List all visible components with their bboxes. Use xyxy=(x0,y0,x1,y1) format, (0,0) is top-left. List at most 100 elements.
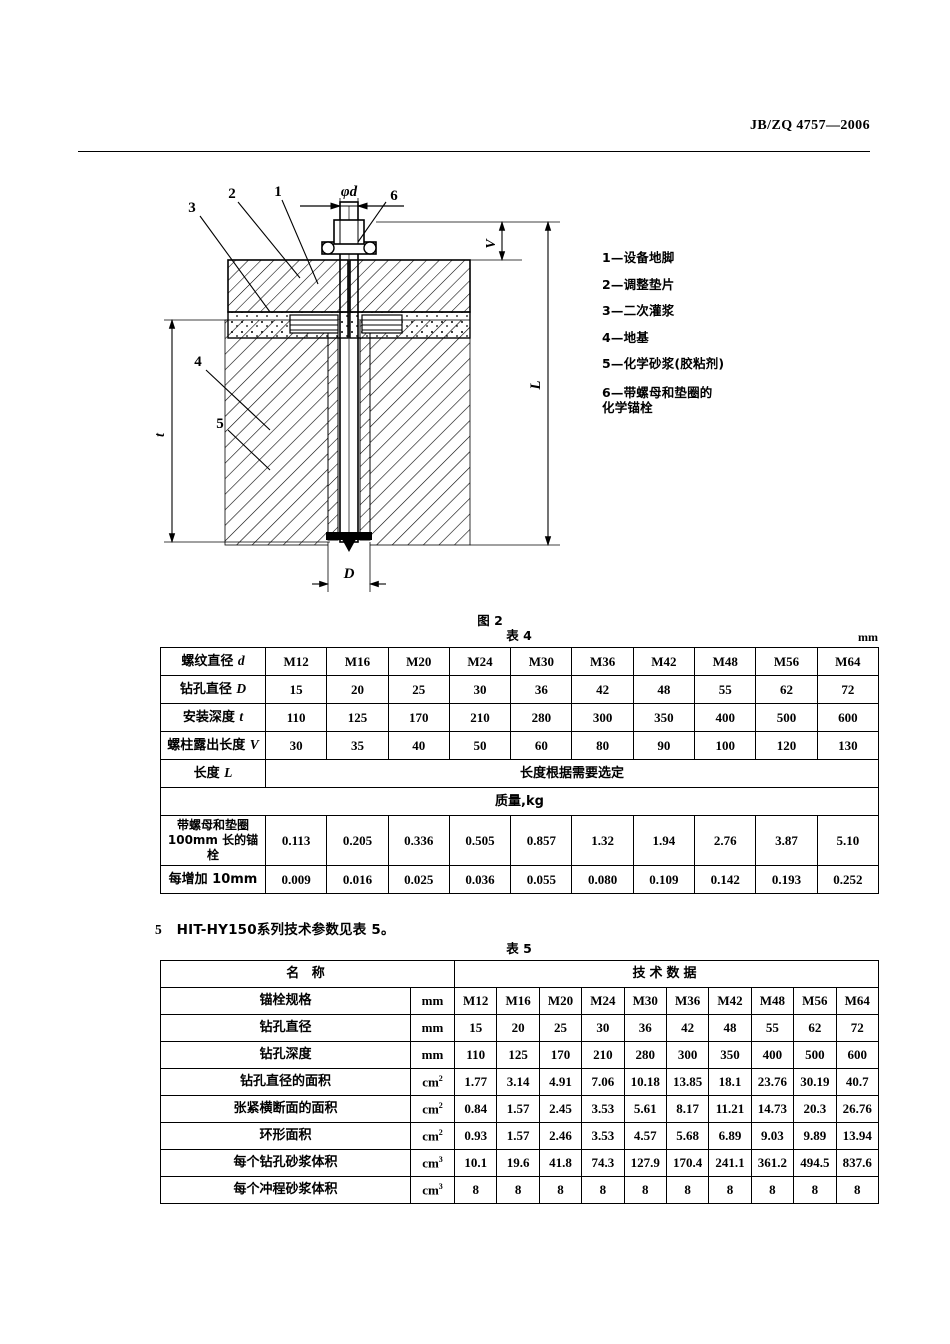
svg-text:D: D xyxy=(343,566,355,582)
cell: 23.76 xyxy=(750,1068,795,1096)
cell: 0.055 xyxy=(510,865,573,894)
row-unit: cm2 xyxy=(410,1122,455,1150)
cell: 30 xyxy=(581,1014,625,1042)
cell: 0.93 xyxy=(453,1122,498,1150)
svg-text:φd: φd xyxy=(341,184,358,200)
cell: 0.025 xyxy=(387,865,450,894)
cell: 72 xyxy=(835,1014,879,1042)
cell: 500 xyxy=(755,703,818,732)
cell: M16 xyxy=(496,987,540,1015)
cell: 6.89 xyxy=(708,1122,752,1150)
cell: M30 xyxy=(510,647,573,676)
cell: M24 xyxy=(448,647,512,676)
cell: 280 xyxy=(623,1041,667,1069)
row-unit: cm3 xyxy=(410,1149,455,1177)
cell: 361.2 xyxy=(750,1149,795,1177)
cell: 300 xyxy=(571,703,634,732)
svg-text:t: t xyxy=(153,432,168,437)
cell: M24 xyxy=(581,987,625,1015)
cell: 0.080 xyxy=(571,865,634,894)
cell: 30.19 xyxy=(793,1068,837,1096)
cell: M56 xyxy=(793,987,837,1015)
cell: 0.009 xyxy=(264,865,328,894)
row-label-mortar-volume-per-stroke: 每个冲程砂浆体积 xyxy=(160,1176,411,1204)
cell: 1.57 xyxy=(496,1095,540,1123)
cell: M42 xyxy=(708,987,752,1015)
table-row: 质量,kg xyxy=(160,787,879,816)
cell: 400 xyxy=(694,703,757,732)
cell: 30 xyxy=(264,731,328,760)
cell: 0.505 xyxy=(448,815,512,866)
cell: 90 xyxy=(632,731,696,760)
cell: 62 xyxy=(793,1014,837,1042)
row-label-mass-per-10mm: 每增加 10mm xyxy=(160,865,266,894)
cell: M36 xyxy=(665,987,710,1015)
section-5-text: HIT-HY150系列技术参数见表 5。 xyxy=(176,922,395,938)
row-label-install-depth: 安装深度 t xyxy=(160,703,266,732)
table-row: 螺纹直径 d M12 M16 M20 M24 M30 M36 M42 M48 M… xyxy=(160,647,879,676)
table-row: 钻孔直径的面积 cm2 1.77 3.14 4.91 7.06 10.18 13… xyxy=(160,1068,879,1096)
cell: 210 xyxy=(448,703,512,732)
table-row: 长度 L 长度根据需要选定 xyxy=(160,759,879,788)
cell: 2.76 xyxy=(694,815,757,866)
cell: M56 xyxy=(755,647,818,676)
cell: 3.87 xyxy=(755,815,818,866)
cell: 42 xyxy=(665,1014,710,1042)
cell: 8.17 xyxy=(665,1095,710,1123)
cell: 7.06 xyxy=(581,1068,625,1096)
cell: M20 xyxy=(387,647,450,676)
cell: 10.18 xyxy=(623,1068,667,1096)
cell: 0.336 xyxy=(387,815,450,866)
row-unit: mm xyxy=(410,1014,455,1042)
row-label-bolt-mass-100mm: 带螺母和垫圈 100mm 长的锚栓 xyxy=(160,815,266,866)
cell: M64 xyxy=(816,647,879,676)
svg-text:6: 6 xyxy=(390,188,398,204)
cell: 170 xyxy=(538,1041,583,1069)
table-5: 名 称 技术数据 锚栓规格 mm M12 M16 M20 M24 M30 M36… xyxy=(160,960,879,1204)
cell: 1.32 xyxy=(571,815,634,866)
cell: 20 xyxy=(326,675,389,704)
figure-legend: 1—设备地脚 2—调整垫片 3—二次灌浆 4—地基 5—化学砂浆(胶粘剂) 6—… xyxy=(602,251,832,430)
table-row: 锚栓规格 mm M12 M16 M20 M24 M30 M36 M42 M48 … xyxy=(160,987,879,1015)
cell: 19.6 xyxy=(496,1149,540,1177)
cell: 280 xyxy=(510,703,573,732)
cell: 400 xyxy=(750,1041,795,1069)
cell: 8 xyxy=(453,1176,498,1204)
row-unit: cm2 xyxy=(410,1068,455,1096)
table-4-unit: mm xyxy=(858,630,878,644)
cell: M20 xyxy=(538,987,583,1015)
cell: 48 xyxy=(632,675,696,704)
mass-section-header: 质量,kg xyxy=(160,787,879,816)
cell: 41.8 xyxy=(538,1149,583,1177)
cell: 35 xyxy=(326,731,389,760)
cell: 15 xyxy=(264,675,328,704)
row-label-thread-diameter: 螺纹直径 d xyxy=(160,647,266,676)
row-label-protrusion-length: 螺柱露出长度 V xyxy=(160,731,266,760)
cell: 0.205 xyxy=(326,815,389,866)
cell: 8 xyxy=(708,1176,752,1204)
cell: 48 xyxy=(708,1014,752,1042)
cell: 36 xyxy=(510,675,573,704)
cell: 2.45 xyxy=(538,1095,583,1123)
cell: 3.53 xyxy=(581,1095,625,1123)
section-5-number: 5 xyxy=(155,922,162,937)
row-unit: cm3 xyxy=(410,1176,455,1204)
svg-text:5: 5 xyxy=(216,416,224,432)
legend-item-3: 3—二次灌浆 xyxy=(602,303,675,318)
cell: 0.016 xyxy=(326,865,389,894)
table-row: 每个钻孔砂浆体积 cm3 10.1 19.6 41.8 74.3 127.9 1… xyxy=(160,1149,879,1177)
figure-caption: 图 2 xyxy=(477,613,503,628)
cell: 13.85 xyxy=(665,1068,710,1096)
cell: 55 xyxy=(694,675,757,704)
table-row: 钻孔直径 D 15 20 25 30 36 42 48 55 62 72 xyxy=(160,675,879,704)
cell: 36 xyxy=(623,1014,667,1042)
svg-text:2: 2 xyxy=(228,186,236,202)
cell: 8 xyxy=(750,1176,795,1204)
row-label-hole-depth: 钻孔深度 xyxy=(160,1041,411,1069)
cell: 120 xyxy=(755,731,818,760)
table-row: 带螺母和垫圈 100mm 长的锚栓 0.113 0.205 0.336 0.50… xyxy=(160,815,879,866)
row-label-hole-diameter: 钻孔直径 D xyxy=(160,675,266,704)
cell: 8 xyxy=(623,1176,667,1204)
cell: M36 xyxy=(571,647,634,676)
cell: 25 xyxy=(387,675,450,704)
